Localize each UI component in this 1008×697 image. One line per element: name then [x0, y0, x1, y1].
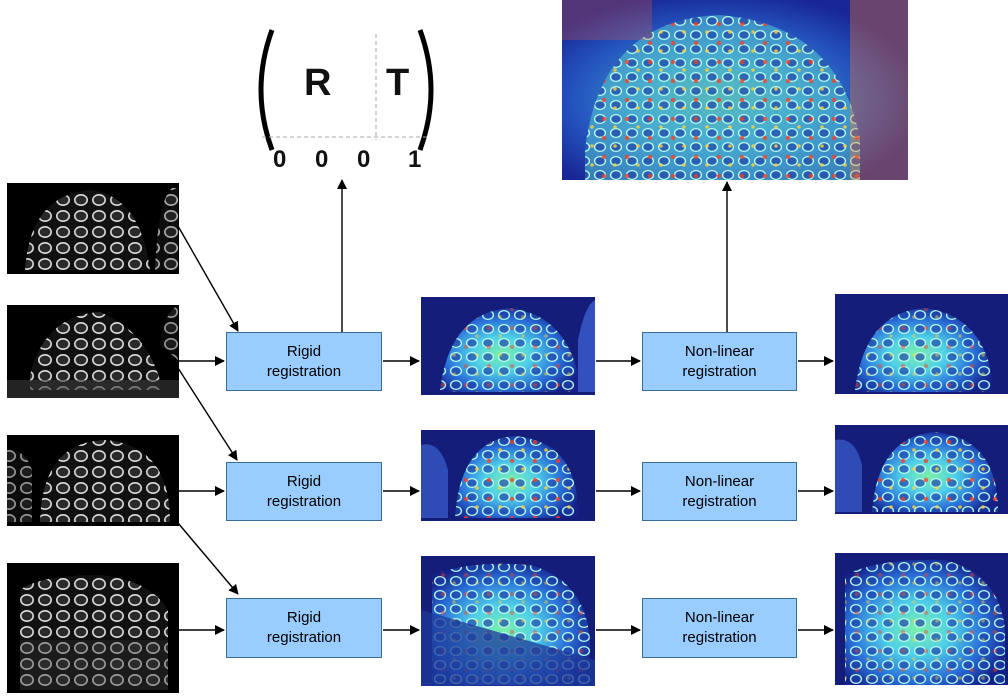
matrix-rotation-label: R — [304, 62, 332, 104]
box-label-line2: registration — [266, 362, 342, 380]
arrows — [177, 179, 834, 635]
arrow-image3-to-rigid3 — [177, 522, 239, 595]
box-label-line1: Non-linear — [684, 472, 755, 490]
top-heatmap-image — [562, 0, 908, 180]
input-image-4 — [7, 563, 179, 693]
nonlinear-registration-box-2: Non-linear registration — [642, 462, 797, 521]
box-label-line1: Rigid — [286, 609, 322, 626]
arrow-image2-to-rigid2 — [177, 367, 238, 461]
box-label-line2: registration — [682, 362, 757, 380]
rigid-result-image-2 — [421, 430, 595, 521]
box-label-line2: registration — [266, 492, 342, 510]
transform-matrix — [258, 29, 434, 151]
box-label-line2: registration — [682, 492, 757, 510]
arrow-image1-to-rigid1 — [177, 225, 239, 332]
nonlinear-registration-box-1: Non-linear registration — [642, 332, 797, 391]
input-image-3 — [7, 435, 179, 526]
box-label-line1: Non-linear — [684, 342, 755, 360]
rigid-result-image-1 — [421, 297, 595, 395]
matrix-bottom-row-entry: 0 — [357, 146, 371, 173]
nonlinear-result-image-2 — [835, 425, 1008, 514]
box-label-line2: registration — [682, 629, 757, 646]
matrix-right-bracket — [417, 29, 434, 151]
matrix-bottom-row-entry: 1 — [408, 146, 422, 173]
rigid-registration-box-1: Rigid registration — [226, 332, 382, 391]
rigid-registration-box-3: Rigid registration — [226, 598, 382, 658]
rigid-registration-box-2: Rigid registration — [226, 462, 382, 521]
nonlinear-result-image-1 — [835, 294, 1008, 394]
matrix-bottom-row-entry: 0 — [315, 146, 329, 173]
nonlinear-result-image-3 — [835, 553, 1008, 685]
box-label-line1: Rigid — [286, 472, 322, 490]
input-image-2 — [7, 305, 179, 398]
matrix-left-bracket — [258, 29, 275, 151]
matrix-translation-label: T — [386, 62, 410, 104]
rigid-result-image-3 — [421, 556, 595, 686]
box-label-line2: registration — [266, 629, 342, 646]
matrix-bottom-row-entry: 0 — [273, 146, 287, 173]
input-image-1 — [7, 183, 179, 274]
box-label-line1: Non-linear — [684, 609, 755, 626]
nonlinear-registration-box-3: Non-linear registration — [642, 598, 797, 658]
box-label-line1: Rigid — [286, 342, 322, 360]
